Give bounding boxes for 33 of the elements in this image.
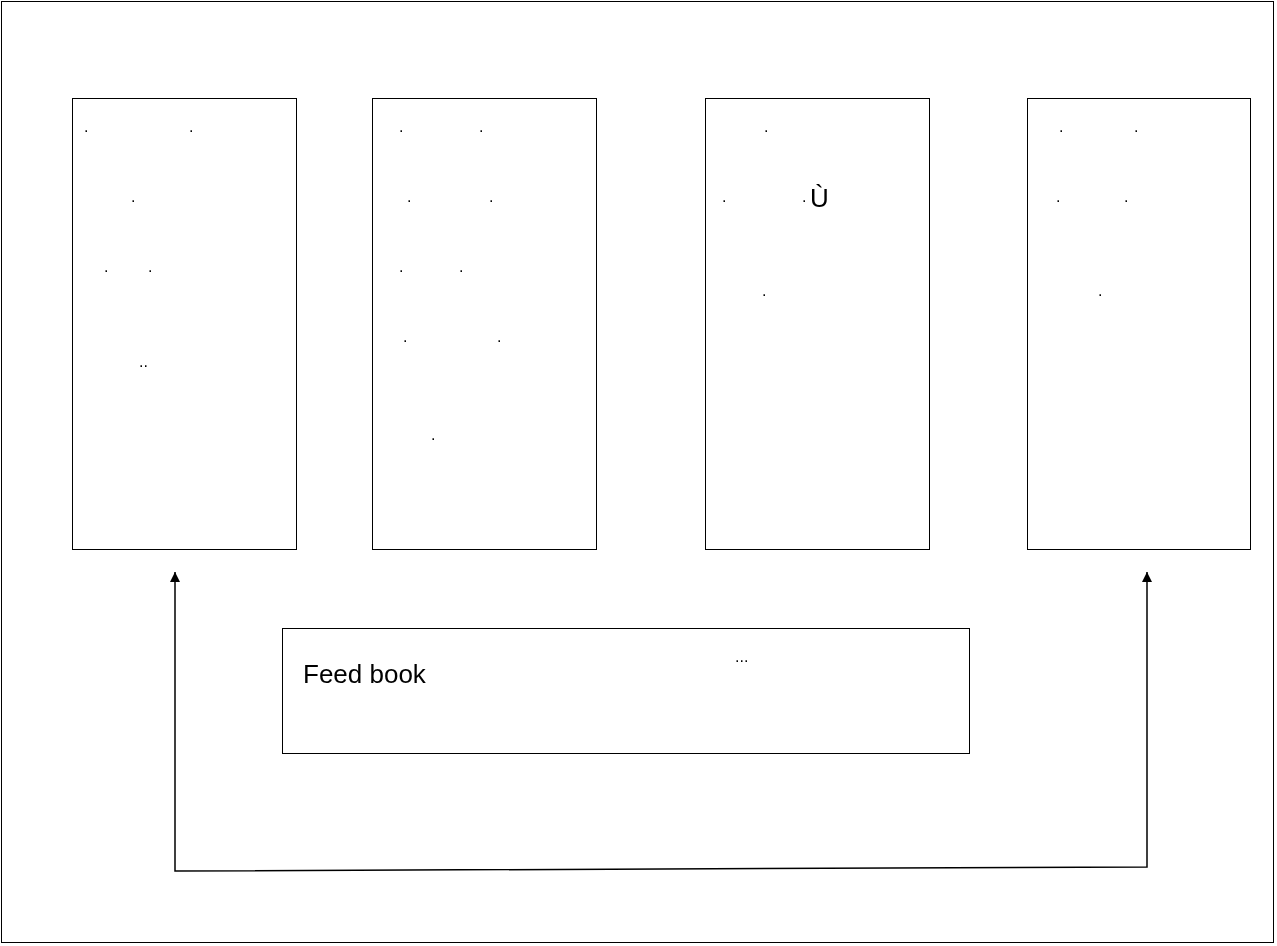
dot-mark: .: [84, 119, 89, 135]
dot-mark: .: [489, 189, 494, 205]
dot-mark: .: [403, 329, 408, 345]
process-box: [372, 98, 597, 550]
dot-mark: .: [399, 259, 404, 275]
box-label: Ù: [810, 185, 829, 211]
dot-mark: .: [189, 119, 194, 135]
dot-mark: .: [104, 259, 109, 275]
dot-mark: .: [407, 189, 412, 205]
dot-mark: .: [1059, 119, 1064, 135]
dot-mark: ...: [735, 649, 749, 665]
dot-mark: .: [479, 119, 484, 135]
dot-mark: .: [459, 259, 464, 275]
box-label: Feed book: [303, 661, 426, 687]
dot-mark: .: [802, 189, 807, 205]
process-box: [72, 98, 297, 550]
process-box: [282, 628, 970, 754]
process-box: [1027, 98, 1251, 550]
dot-mark: .: [762, 283, 767, 299]
dot-mark: .: [722, 189, 727, 205]
dot-mark: .: [399, 119, 404, 135]
dot-mark: .: [431, 427, 436, 443]
dot-mark: ..: [139, 354, 148, 370]
dot-mark: .: [1098, 283, 1103, 299]
dot-mark: .: [1124, 189, 1129, 205]
process-box: [705, 98, 930, 550]
dot-mark: .: [131, 189, 136, 205]
dot-mark: .: [148, 259, 153, 275]
dot-mark: .: [764, 119, 769, 135]
arrow: [170, 571, 1152, 872]
dot-mark: .: [497, 329, 502, 345]
dot-mark: .: [1056, 189, 1061, 205]
dot-mark: .: [1134, 119, 1139, 135]
